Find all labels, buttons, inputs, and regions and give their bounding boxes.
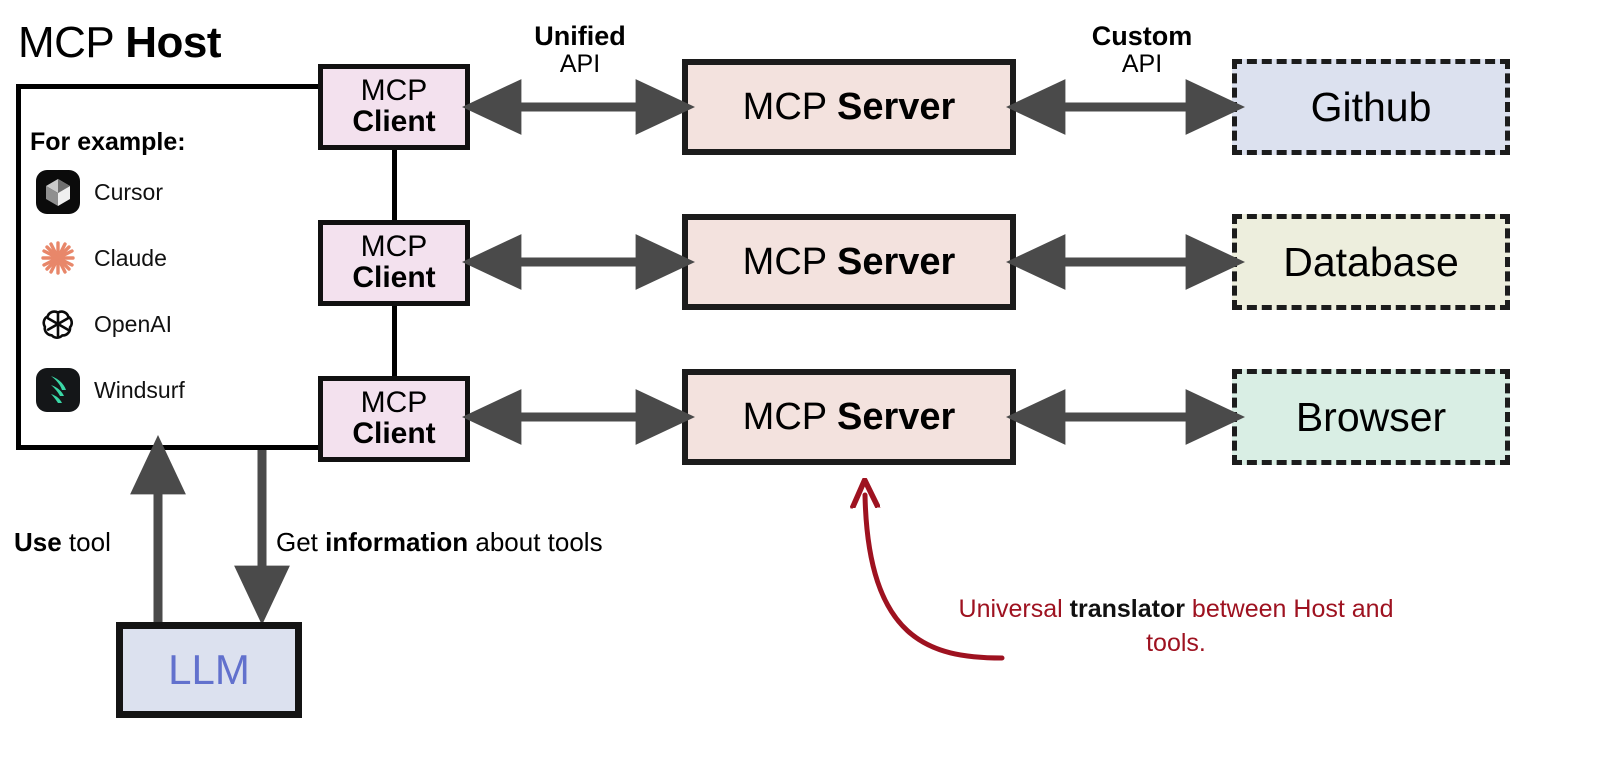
host-title-bold: Host — [125, 18, 221, 67]
claude-logo-icon — [36, 236, 80, 280]
llm-label: LLM — [168, 646, 250, 693]
for-example-label: For example: — [30, 128, 186, 156]
mcp-server-3-label: MCP Server — [742, 395, 956, 438]
mcp-client-1-line1: MCP — [360, 74, 428, 108]
host-title-regular: MCP — [18, 18, 126, 67]
tool-label-github: Github — [1310, 83, 1432, 130]
openai-logo-icon — [36, 302, 80, 346]
client-server-arrows — [462, 79, 696, 445]
mcp-client-2-line1: MCP — [360, 230, 428, 264]
mcp-server-1[interactable]: MCP Server — [682, 59, 1016, 155]
mcp-client-2[interactable]: MCP Client — [318, 220, 470, 306]
note-line1-bold: translator — [1069, 595, 1185, 623]
tool-label-database: Database — [1283, 238, 1459, 285]
get-information-post: about tools — [468, 527, 603, 557]
mcp-server-2-label: MCP Server — [742, 240, 956, 283]
mcp-server-3[interactable]: MCP Server — [682, 369, 1016, 465]
use-tool-regular: tool — [61, 527, 111, 557]
custom-api-regular: API — [1121, 50, 1163, 79]
cursor-logo-icon — [36, 170, 80, 214]
translator-note: Universal translator between Host and to… — [948, 592, 1404, 660]
unified-api-regular: API — [559, 50, 601, 79]
mcp-client-3[interactable]: MCP Client — [318, 376, 470, 462]
use-tool-label: Use tool — [14, 527, 111, 558]
custom-api-label: Custom API — [1040, 21, 1244, 79]
translator-callout-arrow — [865, 495, 1005, 661]
note-line1-pre: Universal — [958, 595, 1070, 623]
tool-label-browser: Browser — [1295, 393, 1447, 440]
mcp-client-1[interactable]: MCP Client — [318, 64, 470, 150]
windsurf-logo-icon — [36, 368, 80, 412]
mcp-server-2[interactable]: MCP Server — [682, 214, 1016, 310]
note-line2: Host and tools. — [1146, 595, 1394, 657]
mcp-client-2-line2: Client — [352, 261, 436, 294]
tool-box-database[interactable]: Database — [1232, 214, 1510, 310]
get-information-label: Get information about tools — [276, 527, 603, 558]
example-label-claude: Claude — [94, 244, 167, 271]
host-top-connector-line — [16, 84, 322, 89]
example-item-cursor: Cursor — [36, 170, 163, 214]
client-link-line-1-2 — [392, 150, 397, 220]
mcp-client-3-line2: Client — [352, 417, 436, 450]
mcp-client-3-line1: MCP — [360, 386, 428, 420]
example-label-cursor: Cursor — [94, 178, 164, 205]
example-item-openai: OpenAI — [36, 302, 172, 346]
example-item-windsurf: Windsurf — [36, 368, 185, 412]
unified-api-bold: Unified — [534, 21, 626, 51]
example-label-openai: OpenAI — [94, 310, 172, 337]
unified-api-label: Unified API — [478, 21, 682, 79]
use-tool-bold: Use — [14, 527, 62, 557]
client-link-line-2-3 — [392, 306, 397, 382]
example-item-claude: Claude — [36, 236, 167, 280]
get-information-pre: Get — [276, 527, 326, 557]
mcp-server-1-label: MCP Server — [742, 85, 956, 128]
note-line1-post: between — [1184, 595, 1287, 623]
example-label-windsurf: Windsurf — [94, 376, 185, 403]
host-title: MCP Host — [18, 18, 221, 68]
get-information-bold: information — [325, 527, 469, 557]
custom-api-bold: Custom — [1091, 21, 1193, 51]
mcp-client-1-line2: Client — [352, 105, 436, 138]
llm-box[interactable]: LLM — [116, 622, 302, 718]
server-tool-arrows — [1006, 79, 1246, 445]
tool-box-github[interactable]: Github — [1232, 59, 1510, 155]
